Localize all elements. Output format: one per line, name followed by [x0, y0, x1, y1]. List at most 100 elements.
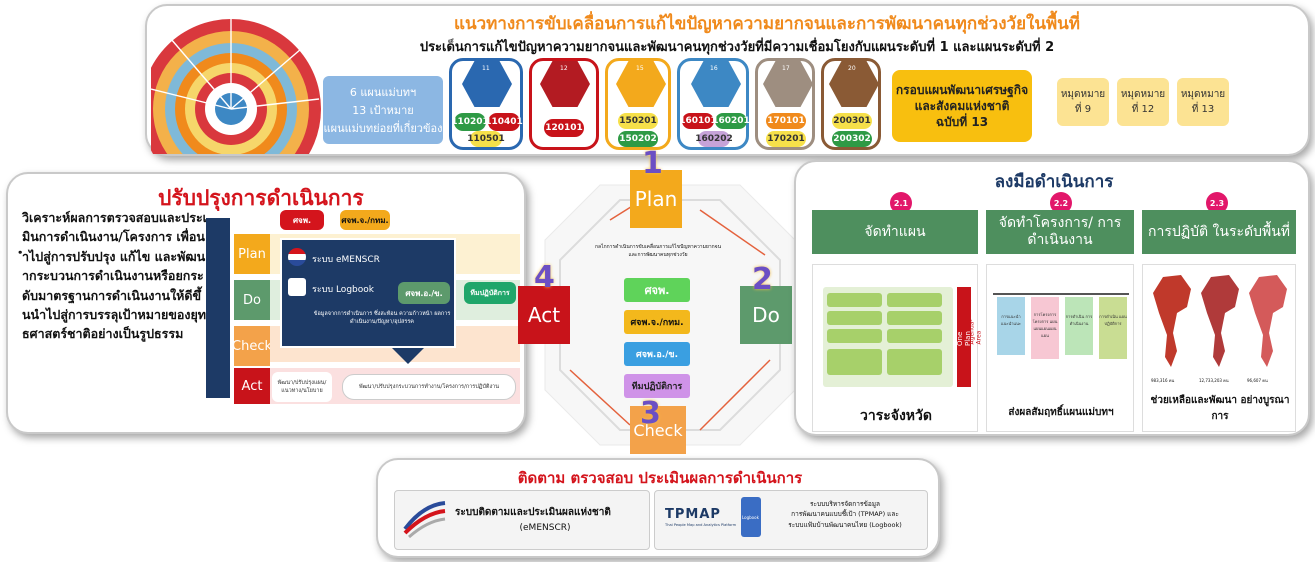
- milestone-12: หมุดหมาย ที่ 12: [1117, 78, 1169, 126]
- goal-code: 200302: [832, 131, 872, 147]
- stage-number-badge: 3: [640, 396, 661, 431]
- goal-code: 160201: [712, 113, 750, 129]
- hanging-tag-text: การโครงการโครงการ แผนแผนแผนแผนแผน: [1032, 312, 1058, 338]
- tpmap-logo: TPMAP: [665, 507, 721, 522]
- monitor-panel: ติดตาม ตรวจสอบ ประเมินผลการดำเนินการ ระบ…: [376, 458, 940, 558]
- goal-card-17: 17 170101 170201: [755, 58, 815, 150]
- improve-policy: พัฒนา/ปรับปรุงแผน/ แนวทาง/นโยบาย: [272, 372, 332, 402]
- practice-footer: ช่วยเหลือและพัฒนา อย่างบูรณาการ: [1150, 395, 1290, 422]
- action-title: ลงมือดำเนินการ: [994, 172, 1114, 192]
- improve-panel: ปรับปรุงการดำเนินการ วิเคราะห์ผลการตรวจส…: [6, 172, 526, 434]
- system-emenscr: ระบบ eMENSCR: [312, 255, 380, 265]
- stage-number-badge: 4: [534, 260, 555, 295]
- master-plan-line: แผนแม่บทย่อยที่เกี่ยวข้อง: [323, 122, 443, 135]
- cycle-level-team: ทีมปฏิบัติการ: [624, 374, 690, 398]
- top-subtitle: ประเด็นการแก้ไขปัญหาความยากจนและพัฒนาคนท…: [419, 40, 1055, 55]
- project-card: การแนะนำแนะนำแนะ การโครงการโครงการ แผนแผ…: [986, 264, 1134, 432]
- step-badge: 2.1: [890, 192, 912, 214]
- hanging-tag-text: การดำเนิน แผนปฏิบัติการ: [1099, 314, 1127, 326]
- goal-code: 170201: [766, 131, 806, 147]
- cycle-check: Check: [630, 406, 686, 454]
- step-badge: 2.2: [1050, 192, 1072, 214]
- goal-code: 200301: [832, 113, 872, 129]
- nesdp-line: และสังคมแห่งชาติ: [914, 98, 1010, 113]
- data-note: ข้อมูลจากการดำเนินการ ซึ่งสะท้อน ความก้า…: [313, 311, 451, 326]
- hanging-tag: [1031, 297, 1059, 359]
- milestone-label: หมุดหมาย: [1180, 89, 1226, 100]
- stage-number-badge: 2: [752, 262, 773, 297]
- goal-code: 120101: [544, 119, 584, 137]
- thailand-map-icon: [1201, 275, 1239, 367]
- goal-number: 11: [482, 65, 490, 72]
- action-panel: ลงมือดำเนินการ 2.1 2.2 2.3 จัดทำแผน จัดท…: [794, 160, 1310, 436]
- top-title: แนวทางการขับเคลื่อนการแก้ไขปัญหาความยากจ…: [453, 14, 1080, 34]
- committee-team: ทีมปฏิบัติการ: [464, 282, 516, 304]
- col-head-practice: การปฏิบัติ ในระดับพื้นที่: [1142, 210, 1296, 254]
- goal-card-11: 11 110201 110401 110501: [449, 58, 523, 150]
- stage-plan: Plan: [234, 234, 270, 274]
- committee-national: ศจพ.: [280, 210, 324, 230]
- plan-table: [823, 287, 953, 387]
- goal-card-12: 12 120101: [529, 58, 599, 150]
- tpmap-text-line: การพัฒนาคนแบบชี้เป้า (TPMAP) และ: [791, 510, 899, 519]
- emenscr-line2: (eMENSCR): [519, 523, 571, 533]
- thailand-map-icon: [1153, 275, 1191, 367]
- strategy-wheel-graphic: [151, 19, 321, 154]
- plan-row: [827, 293, 882, 307]
- goal-code: 160202: [695, 131, 733, 147]
- agenda-label: Agenda-Area: [968, 319, 983, 345]
- goal-code: 110501: [467, 131, 505, 147]
- plan-row: [887, 311, 942, 325]
- tpmap-text-line: ระบบบริหารจัดการข้อมูล: [810, 500, 880, 508]
- plan-row: [827, 349, 882, 375]
- clip-line: [993, 293, 1129, 295]
- logbook-label: Logbook: [742, 515, 759, 520]
- top-panel: แนวทางการขับเคลื่อนการแก้ไขปัญหาความยากจ…: [145, 4, 1310, 156]
- stage-check: Check: [232, 326, 272, 366]
- plan-card: One Plan Agenda-Area วาระจังหวัด: [812, 264, 982, 432]
- plan-row: [887, 349, 942, 375]
- goal-number: 16: [710, 65, 718, 72]
- plan-row: [827, 311, 882, 325]
- step-badge: 2.3: [1206, 192, 1228, 214]
- goal-code: 150201: [618, 113, 658, 129]
- plan-row: [887, 293, 942, 307]
- milestone-label: หมุดหมาย: [1120, 89, 1166, 100]
- arrow-down-icon: [392, 348, 424, 364]
- emenscr-line1: ระบบติดตามและประเมินผลแห่งชาติ: [455, 507, 611, 518]
- tpmap-text-line: ระบบแฟ้มบ้านพัฒนาคนไทย (Logbook): [788, 520, 902, 529]
- nesdp-line: กรอบแผนพัฒนาเศรษฐกิจ: [895, 82, 1029, 97]
- goal-card-20: 20 200301 200302: [821, 58, 881, 150]
- stage-number-badge: 1: [642, 146, 663, 181]
- goal-code: 150202: [618, 131, 658, 147]
- practice-card: 983,316 คน 12,733,203 คน 96,607 คน ช่วยเ…: [1142, 264, 1296, 432]
- goal-number: 17: [782, 65, 790, 72]
- cycle-level-national: ศจพ.: [624, 278, 690, 302]
- goal-number: 20: [848, 65, 856, 72]
- committee-district: ศจพ.อ./ข.: [398, 282, 450, 304]
- tpmap-caption: Thai People Map and Analytics Platform: [665, 523, 737, 527]
- committee-province: ศจพ.จ./กทม.: [340, 210, 390, 230]
- cycle-mechanism: กลไกการดำเนินการขับเคลื่อนการแก้ไขปัญหาค…: [594, 244, 721, 258]
- goal-code: 110201: [451, 113, 489, 131]
- tpmap-icon: [288, 278, 306, 296]
- hanging-tag: [1065, 297, 1093, 355]
- nesdp-box: กรอบแผนพัฒนาเศรษฐกิจ และสังคมแห่งชาติ ฉบ…: [892, 70, 1032, 142]
- monitor-title: ติดตาม ตรวจสอบ ประเมินผลการดำเนินการ: [517, 469, 803, 487]
- improve-title: ปรับปรุงการดำเนินการ: [158, 186, 364, 210]
- milestone-number: ที่ 12: [1131, 104, 1155, 115]
- map-stat: 983,316 คน: [1151, 378, 1175, 383]
- map-stat: 96,607 คน: [1247, 378, 1268, 383]
- milestone-number: ที่ 9: [1074, 104, 1092, 115]
- goal-card-15: 15 150201 150202: [605, 58, 671, 150]
- hanging-tag: [1099, 297, 1127, 359]
- cycle-level-province: ศจพ.จ./กทม.: [624, 310, 690, 334]
- cycle-do: Do: [740, 286, 792, 344]
- improve-paragraph: วิเคราะห์ผลการตรวจสอบและประเมินการดำเนิน…: [22, 210, 207, 342]
- goal-number: 12: [560, 65, 568, 72]
- cycle-side-bar: [206, 218, 230, 398]
- plan-row: [887, 329, 942, 343]
- cycle-level-district: ศจพ.อ./ข.: [624, 342, 690, 366]
- nesdp-line: ฉบับที่ 13: [935, 115, 989, 130]
- goal-code: 160101: [679, 113, 717, 129]
